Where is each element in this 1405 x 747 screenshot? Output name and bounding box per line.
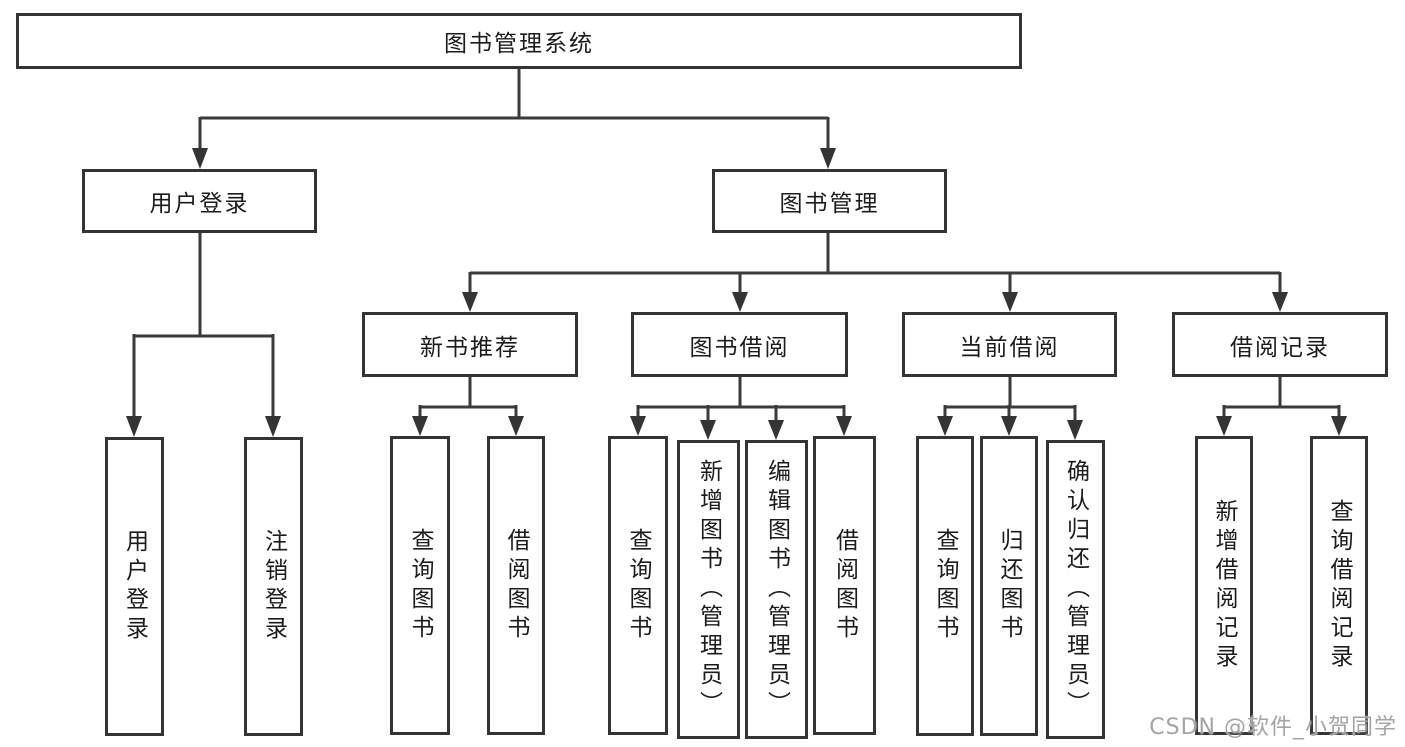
leaf-query-borrow-record-label: 查询借阅记录: [1326, 498, 1352, 673]
node-book-borrow: 图书借阅: [631, 312, 848, 377]
leaf-add-books-admin-label: 新增图书（管理员）: [695, 459, 722, 720]
leaf-add-borrow-record-label: 新增借阅记录: [1211, 498, 1237, 673]
leaf-current-query-books-label: 查询图书: [932, 528, 958, 644]
leaf-recommend-borrow-books-label: 借阅图书: [503, 527, 529, 644]
node-book-management: 图书管理: [712, 169, 947, 233]
node-borrow-records: 借阅记录: [1172, 312, 1388, 377]
leaf-confirm-return-admin: 确认归还（管理员）: [1046, 440, 1105, 739]
leaf-recommend-query-books-label: 查询图书: [407, 527, 433, 644]
leaf-edit-books-admin: 编辑图书（管理员）: [745, 440, 808, 739]
node-new-book-recommend: 新书推荐: [362, 312, 578, 377]
leaf-current-query-books: 查询图书: [916, 436, 974, 736]
node-user-login-label: 用户登录: [149, 191, 250, 217]
leaf-return-books: 归还图书: [980, 436, 1038, 736]
node-book-management-label: 图书管理: [779, 191, 880, 217]
node-current-borrow: 当前借阅: [902, 312, 1117, 377]
leaf-user-login-label: 用户登录: [121, 528, 148, 645]
leaf-query-borrow-record: 查询借阅记录: [1310, 436, 1368, 735]
leaf-borrow-query-books: 查询图书: [608, 436, 668, 735]
leaf-confirm-return-admin-label: 确认归还（管理员）: [1062, 459, 1089, 720]
leaf-borrow-query-books-label: 查询图书: [625, 527, 651, 644]
node-borrow-records-label: 借阅记录: [1230, 334, 1330, 361]
node-book-borrow-label: 图书借阅: [689, 334, 790, 361]
node-new-book-recommend-label: 新书推荐: [420, 334, 520, 361]
node-current-borrow-label: 当前借阅: [959, 334, 1060, 361]
leaf-borrow-books-label: 借阅图书: [831, 527, 858, 644]
leaf-user-login: 用户登录: [105, 437, 164, 736]
leaf-borrow-books: 借阅图书: [813, 436, 876, 735]
leaf-add-books-admin: 新增图书（管理员）: [677, 440, 740, 739]
leaf-logout: 注销登录: [244, 437, 303, 736]
leaf-return-books-label: 归还图书: [996, 528, 1022, 644]
leaf-add-borrow-record: 新增借阅记录: [1195, 436, 1253, 735]
node-library-management-system-label: 图书管理系统: [444, 31, 594, 57]
csdn-watermark: CSDN @软件_小贺同学: [1149, 715, 1397, 740]
leaf-recommend-query-books: 查询图书: [390, 436, 450, 735]
leaf-edit-books-admin-label: 编辑图书（管理员）: [763, 459, 790, 720]
leaf-recommend-borrow-books: 借阅图书: [487, 436, 545, 735]
node-user-login: 用户登录: [82, 169, 317, 233]
leaf-logout-label: 注销登录: [260, 528, 287, 645]
node-library-management-system: 图书管理系统: [16, 13, 1022, 69]
